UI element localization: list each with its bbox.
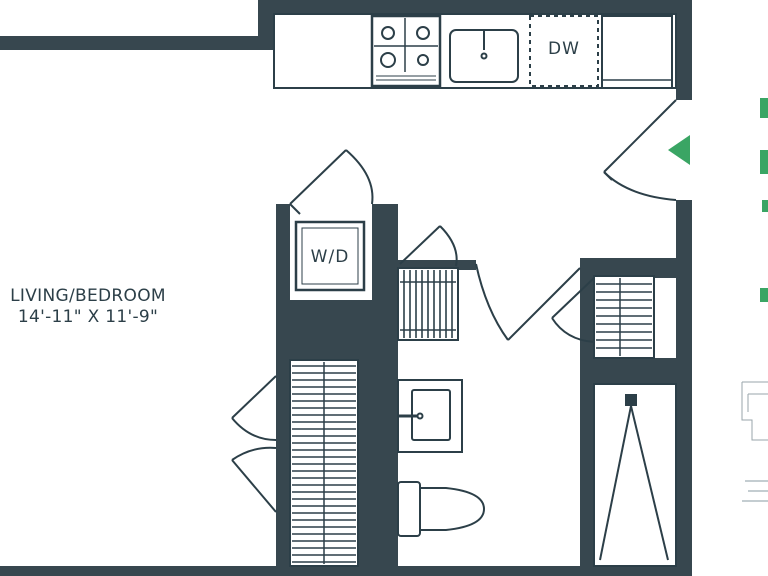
burner-1 (381, 26, 395, 40)
walls (0, 0, 692, 576)
wall-laundry-left (276, 204, 290, 576)
wall-shower-mid (580, 358, 690, 384)
dishwasher (529, 15, 599, 87)
wall-closet-divider (358, 360, 398, 576)
disclaimer-cropped (742, 480, 768, 502)
range (370, 14, 442, 88)
wall-shower-top (580, 258, 690, 278)
linen-closet (397, 225, 459, 341)
wall-right-lower (676, 200, 692, 576)
wall-kitchen-top (258, 0, 692, 14)
wall-shower-left (580, 260, 594, 576)
wall-bottom (0, 566, 692, 576)
key-plan-icon (741, 381, 768, 441)
legend-cropped (760, 98, 768, 302)
washer-dryer (294, 220, 366, 292)
wall-right-upper (676, 0, 692, 100)
wall-kitchen-left (258, 0, 274, 50)
refrigerator (601, 15, 673, 89)
entry-door (603, 99, 677, 201)
room-dimensions: 14'-11" X 11'-9" (18, 307, 158, 327)
wall-laundry-base (276, 300, 398, 360)
bath-vanity (397, 379, 463, 453)
long-closet-doors (231, 375, 277, 513)
burner-3 (380, 52, 396, 68)
wall-top-left (0, 36, 276, 50)
kitchen-counter (273, 13, 677, 89)
dishwasher-label: DW (548, 39, 580, 59)
burner-4 (417, 54, 429, 66)
right-closet (551, 275, 655, 359)
bath-door (475, 263, 581, 341)
washer-dryer-label: W/D (311, 247, 350, 267)
laundry-doors (289, 149, 374, 215)
room-name: LIVING/BEDROOM (10, 286, 166, 306)
toilet (397, 481, 486, 537)
entry-marker (668, 135, 690, 165)
kitchen (273, 13, 677, 89)
long-closet (289, 359, 359, 567)
burner-2 (416, 26, 430, 40)
wall-laundry-top-left (276, 204, 290, 208)
shower (593, 383, 677, 567)
wall-bath-top (398, 260, 476, 270)
